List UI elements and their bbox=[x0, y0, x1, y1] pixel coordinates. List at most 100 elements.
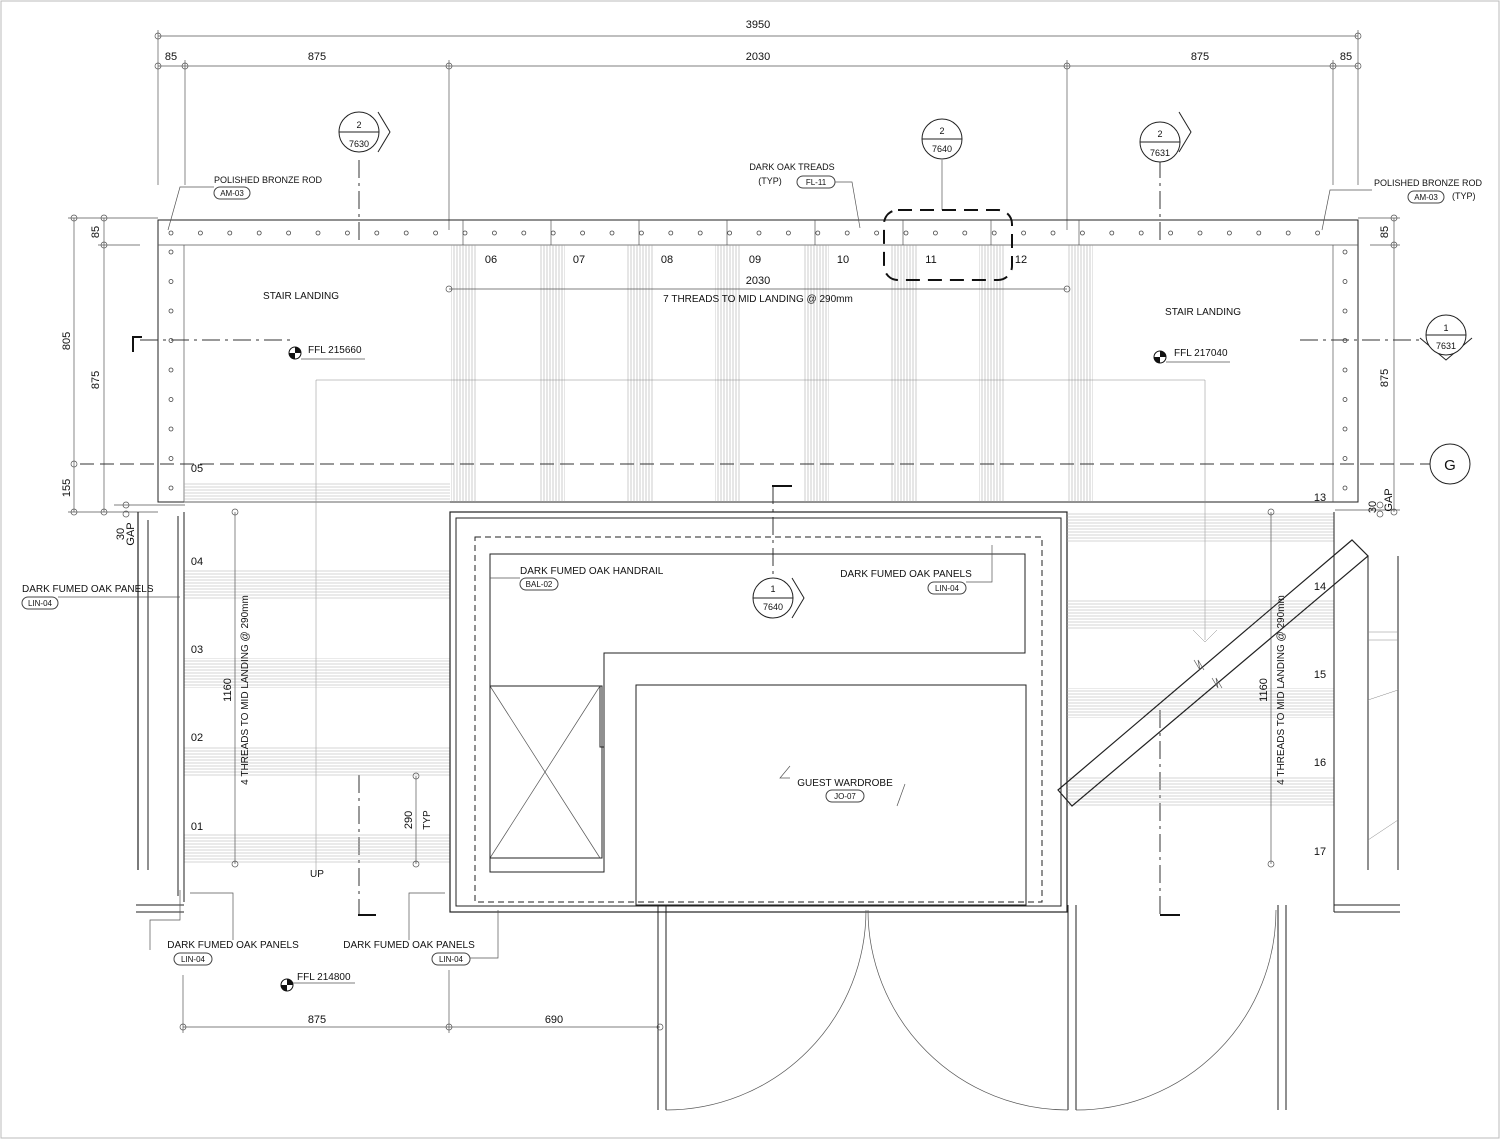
handrail-label: DARK FUMED OAK HANDRAIL bbox=[520, 566, 664, 577]
rod-dot bbox=[433, 230, 439, 236]
rod-dot bbox=[168, 456, 174, 461]
dim-top-1: 85 bbox=[165, 51, 177, 63]
step-08: 08 bbox=[661, 254, 673, 266]
rod-left-tag: AM-03 bbox=[220, 189, 244, 198]
rod-dot bbox=[1197, 230, 1203, 236]
step-05: 05 bbox=[191, 463, 203, 475]
rod-dot bbox=[227, 230, 233, 236]
dim-top-2: 875 bbox=[308, 51, 326, 63]
step-10: 10 bbox=[837, 254, 849, 266]
section-bubble-7631-right: 1 7631 bbox=[1419, 314, 1473, 361]
grid-bubble-g bbox=[1429, 443, 1471, 485]
ffl-left-marker bbox=[288, 346, 365, 360]
rod-dot bbox=[1342, 279, 1348, 284]
rod-right-tag: AM-03 bbox=[1414, 193, 1438, 202]
panels-center-tag: LIN-04 bbox=[935, 584, 960, 593]
rod-dot bbox=[991, 230, 997, 236]
step-13: 13 bbox=[1314, 492, 1326, 504]
annotation-panels-left: DARK FUMED OAK PANELS LIN-04 bbox=[21, 584, 180, 610]
rod-dot bbox=[815, 230, 821, 236]
gap-label-left: GAP bbox=[125, 522, 137, 545]
panels-left-tag: LIN-04 bbox=[28, 599, 53, 608]
section-bubble-7630: 2 7630 bbox=[338, 111, 391, 153]
rod-dot bbox=[962, 230, 968, 236]
rod-dot bbox=[521, 230, 527, 236]
wardrobe-doors bbox=[657, 905, 1287, 1111]
wardrobe-tag: JO-07 bbox=[834, 792, 856, 801]
dim-overall: 3950 bbox=[746, 19, 770, 31]
ffl-bottom-marker bbox=[280, 978, 355, 992]
detail-callout-box bbox=[883, 209, 1013, 281]
rod-dot bbox=[1342, 485, 1348, 491]
rod-dot bbox=[491, 230, 497, 236]
landing-left-label: STAIR LANDING bbox=[263, 291, 339, 302]
bubble-7631-top-bottom: 7631 bbox=[1150, 148, 1170, 158]
bubble-7631-right-bottom: 7631 bbox=[1436, 341, 1456, 351]
rod-dot bbox=[697, 230, 703, 236]
bubble-7640-top-top: 2 bbox=[939, 126, 944, 136]
rod-dot bbox=[1168, 230, 1173, 236]
rod-dot bbox=[668, 230, 674, 236]
rod-dot bbox=[1138, 230, 1144, 236]
rod-dot bbox=[168, 279, 174, 284]
section-bubble-7640-top: 2 7640 bbox=[883, 118, 1013, 281]
gap-label-right: GAP bbox=[1383, 488, 1395, 511]
dim-gap-left: 30 bbox=[115, 528, 127, 540]
rod-dot bbox=[168, 230, 174, 236]
rod-dot bbox=[609, 230, 615, 236]
grid-g-label: G bbox=[1444, 457, 1456, 474]
rod-right-typ: (TYP) bbox=[1452, 191, 1476, 201]
rod-dot bbox=[1342, 456, 1348, 461]
rod-dot bbox=[874, 230, 879, 236]
rod-dot bbox=[344, 230, 350, 236]
step-14: 14 bbox=[1314, 581, 1326, 593]
panels-bm-tag: LIN-04 bbox=[439, 955, 464, 964]
dim-right-1160: 1160 bbox=[1258, 678, 1270, 702]
rod-dot bbox=[639, 230, 644, 236]
treads-typ: (TYP) bbox=[758, 176, 782, 186]
annotation-panels-bottom-left: DARK FUMED OAK PANELS LIN-04 bbox=[149, 890, 299, 966]
rod-dot bbox=[286, 230, 292, 236]
dim-gap-right: 30 bbox=[1367, 501, 1379, 513]
dim-top-4: 875 bbox=[1191, 51, 1209, 63]
rod-dot bbox=[168, 249, 174, 255]
step-09: 09 bbox=[749, 254, 761, 266]
rod-dot bbox=[168, 397, 174, 402]
landing-right-label: STAIR LANDING bbox=[1165, 307, 1241, 318]
bubble-7640-center-bottom: 7640 bbox=[763, 602, 783, 612]
threads-top-label: 7 THREADS TO MID LANDING @ 290mm bbox=[663, 294, 853, 305]
ffl-right-marker bbox=[1153, 350, 1230, 364]
dim-top-5: 85 bbox=[1340, 51, 1352, 63]
dim-top-3: 2030 bbox=[746, 51, 770, 63]
step-06: 06 bbox=[485, 254, 497, 266]
rod-dot bbox=[168, 426, 174, 432]
dim-left-155: 155 bbox=[61, 479, 73, 497]
dim-right-85: 85 bbox=[1379, 226, 1391, 238]
rod-dot bbox=[1342, 249, 1348, 255]
dim-left-1160: 1160 bbox=[222, 678, 234, 702]
rod-dot bbox=[1256, 230, 1262, 236]
panels-center-label: DARK FUMED OAK PANELS bbox=[840, 569, 972, 580]
rod-dot bbox=[1080, 230, 1085, 236]
dim-inner-2030: 2030 bbox=[746, 275, 770, 287]
riser-typ: TYP bbox=[422, 810, 433, 830]
step-16: 16 bbox=[1314, 757, 1326, 769]
rod-dot bbox=[1342, 308, 1348, 314]
treads-tag: FL-11 bbox=[806, 178, 827, 187]
dim-riser-290: 290 bbox=[403, 811, 415, 829]
dim-right-875: 875 bbox=[1379, 369, 1391, 387]
rod-dot bbox=[903, 230, 909, 236]
dim-bottom-875: 875 bbox=[308, 1014, 326, 1026]
rod-dot bbox=[933, 230, 938, 236]
right-stair-flight: 13 14 15 16 17 1160 4 THREADS TO MID LAN… bbox=[1057, 492, 1400, 913]
wardrobe-label: GUEST WARDROBE bbox=[797, 778, 893, 789]
threads-right-label: 4 THREADS TO MID LANDING @ 290mm bbox=[1276, 595, 1287, 785]
treads-label: DARK OAK TREADS bbox=[749, 162, 834, 172]
rod-dot bbox=[374, 230, 380, 236]
rod-dot bbox=[1342, 397, 1348, 402]
rod-dot bbox=[1109, 230, 1115, 236]
rod-dot bbox=[256, 230, 262, 236]
dim-left-85: 85 bbox=[90, 226, 102, 238]
